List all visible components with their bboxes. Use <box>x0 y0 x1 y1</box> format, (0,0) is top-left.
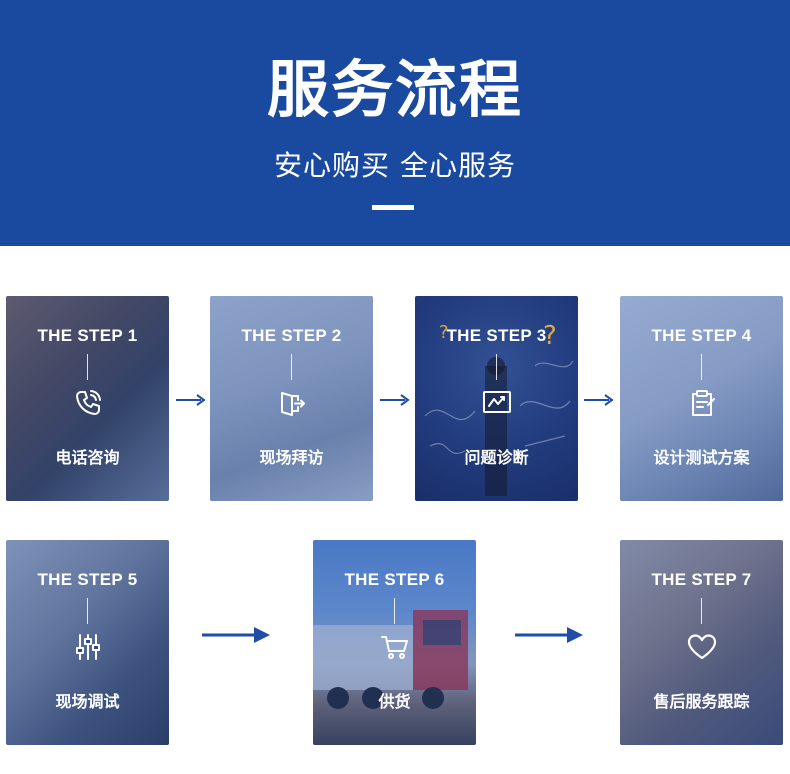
arrow-right-icon <box>380 394 410 406</box>
step-number: THE STEP 1 <box>37 326 138 345</box>
arrow-right-icon <box>202 627 270 643</box>
step-divider <box>291 354 292 380</box>
step-number: THE STEP 2 <box>241 326 342 345</box>
chart-monitor-icon <box>481 387 513 419</box>
step-card-1: THE STEP 1 电话咨询 <box>6 296 169 501</box>
step-number: THE STEP 6 <box>344 570 445 589</box>
step-card-7: THE STEP 7 售后服务跟踪 <box>620 540 783 745</box>
step-divider <box>87 354 88 380</box>
page-subtitle: 安心购买 全心服务 <box>274 149 516 182</box>
truck-illustration <box>313 610 468 709</box>
svg-text:?: ? <box>543 321 557 351</box>
step-divider <box>701 354 702 380</box>
arrow-right-icon <box>515 627 583 643</box>
step-number: THE STEP 3 <box>446 326 547 345</box>
step-label: 现场调试 <box>55 692 120 711</box>
page-title: 服务流程 <box>266 53 523 126</box>
step-label: 供货 <box>378 692 411 711</box>
step-label: 现场拜访 <box>259 448 324 467</box>
step-divider <box>87 598 88 624</box>
step-card-2: THE STEP 2 现场拜访 <box>210 296 373 501</box>
step-card-3: ? ? THE STEP 3 问题诊断 <box>415 296 578 501</box>
sliders-icon <box>72 631 104 663</box>
step-number: THE STEP 5 <box>37 570 138 589</box>
step-divider <box>496 354 497 380</box>
door-exit-icon <box>276 387 308 419</box>
clipboard-icon <box>686 387 718 419</box>
step-divider <box>701 598 702 624</box>
cart-icon <box>379 631 411 663</box>
step-number: THE STEP 7 <box>651 570 752 589</box>
step-card-6: THE STEP 6 供货 <box>313 540 476 745</box>
arrow-right-icon <box>584 394 614 406</box>
step-label: 售后服务跟踪 <box>653 692 750 711</box>
step-card-5: THE STEP 5 现场调试 <box>6 540 169 745</box>
step-card-4: THE STEP 4 设计测试方案 <box>620 296 783 501</box>
title-underline <box>372 205 414 210</box>
step-label: 问题诊断 <box>464 448 529 467</box>
step-4-photo <box>620 296 783 501</box>
step-number: THE STEP 4 <box>651 326 752 345</box>
phone-icon <box>72 387 104 419</box>
arrow-right-icon <box>176 394 206 406</box>
step-divider <box>394 598 395 624</box>
step-label: 电话咨询 <box>55 448 120 467</box>
svg-text:?: ? <box>439 322 449 343</box>
step-label: 设计测试方案 <box>653 448 750 467</box>
header-banner: 服务流程 安心购买 全心服务 <box>0 0 790 246</box>
heart-icon <box>686 631 718 663</box>
